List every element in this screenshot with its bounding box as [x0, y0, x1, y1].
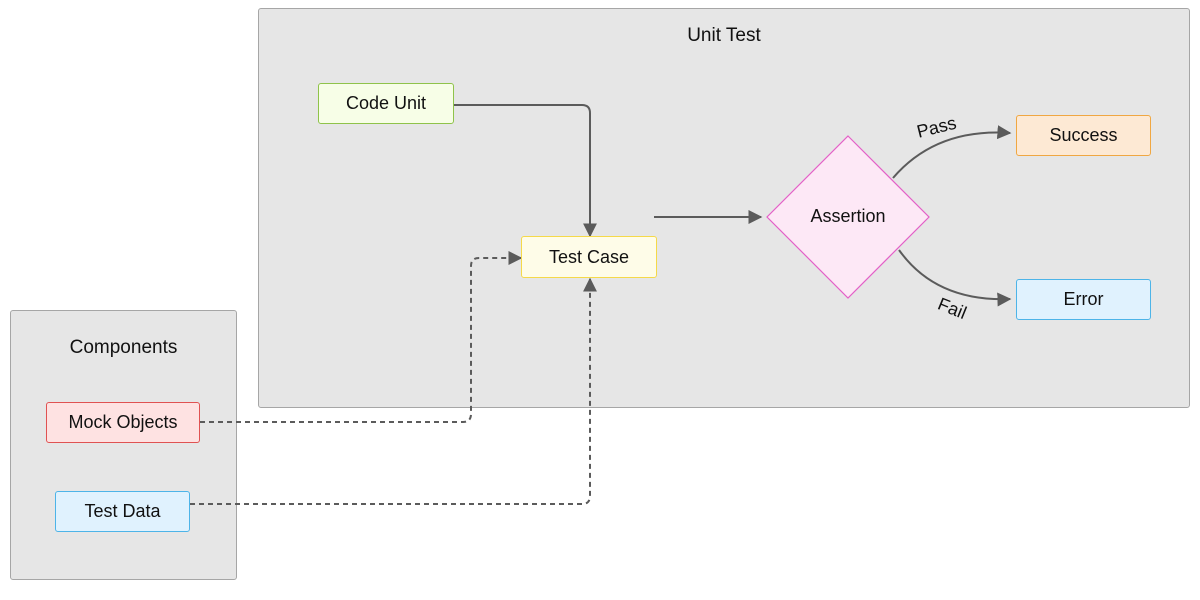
edge-mock-objects-to-test-case	[200, 251, 523, 423]
code-unit-node: Code Unit	[318, 83, 454, 124]
unit-test-group-title: Unit Test	[687, 25, 761, 46]
error-node: Error	[1016, 279, 1151, 320]
edge-label-pass: Pass	[915, 113, 959, 142]
assertion-diamond	[766, 135, 930, 299]
edge-code-unit-to-test-case	[454, 104, 597, 238]
unit-test-group: Unit Test	[258, 8, 1190, 408]
test-case-node: Test Case	[521, 236, 657, 278]
edge-label-fail: Fail	[935, 294, 969, 323]
edge-assertion-to-error	[898, 249, 1012, 307]
assertion-label: Assertion	[810, 206, 885, 226]
edge-assertion-to-success	[892, 125, 1012, 179]
components-group-title: Components	[69, 337, 178, 358]
mock-objects-node: Mock Objects	[46, 402, 200, 443]
components-group: Components	[10, 310, 237, 580]
edge-test-data-to-test-case	[190, 277, 597, 505]
test-data-node: Test Data	[55, 491, 190, 532]
success-node: Success	[1016, 115, 1151, 156]
